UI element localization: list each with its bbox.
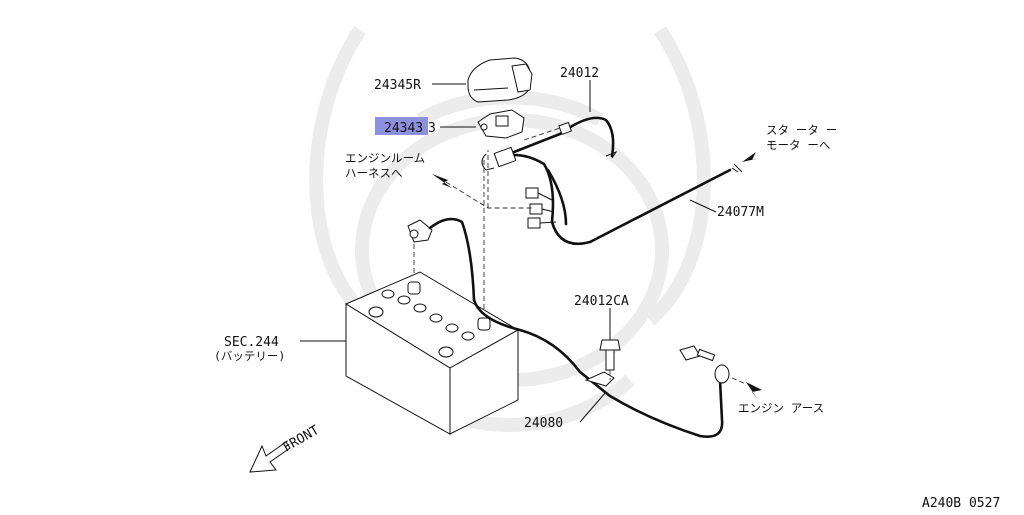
part-label-sec244[interactable]: SEC.244: [224, 335, 279, 350]
front-arrow-icon: [249, 441, 291, 473]
part-label-24077m[interactable]: 24077M: [717, 205, 764, 220]
part-label-24080[interactable]: 24080: [524, 416, 563, 431]
dest-starter-line1: スタ ータ ー: [766, 123, 837, 137]
earth-cable: [472, 298, 724, 438]
arrow-starter-icon: [742, 152, 760, 162]
terminal-cover-part[interactable]: [467, 57, 533, 103]
earth-ring-terminal[interactable]: [714, 364, 730, 384]
svg-text:3: 3: [428, 121, 436, 136]
arrow-engine-room-icon: [432, 174, 452, 188]
part-label-24345r[interactable]: 24345R: [374, 78, 421, 93]
dest-engine-earth: エンジン アース: [738, 401, 824, 415]
part-label-24012[interactable]: 24012: [560, 66, 599, 81]
arrow-engine-earth-icon: [746, 382, 762, 400]
figure-code: A240B 0527: [922, 496, 1000, 511]
part-label-24012ca[interactable]: 24012CA: [574, 294, 629, 309]
part-label-24343[interactable]: 24343: [384, 121, 423, 136]
highlight-24343: [375, 117, 428, 135]
harness-wire: [512, 116, 615, 158]
terminal-part[interactable]: [477, 109, 525, 139]
dest-engine-room-line1: エンジンルーム: [345, 151, 425, 165]
battery-note: (バッテリー): [214, 349, 285, 363]
dest-starter-line2: モータ ーへ: [766, 138, 830, 152]
battery[interactable]: [344, 271, 520, 435]
dest-engine-room-line2: ハーネスへ: [345, 166, 403, 180]
front-label: FRONT: [281, 423, 323, 456]
battery-clamp[interactable]: [407, 219, 433, 243]
earth-bolt[interactable]: [679, 345, 716, 362]
